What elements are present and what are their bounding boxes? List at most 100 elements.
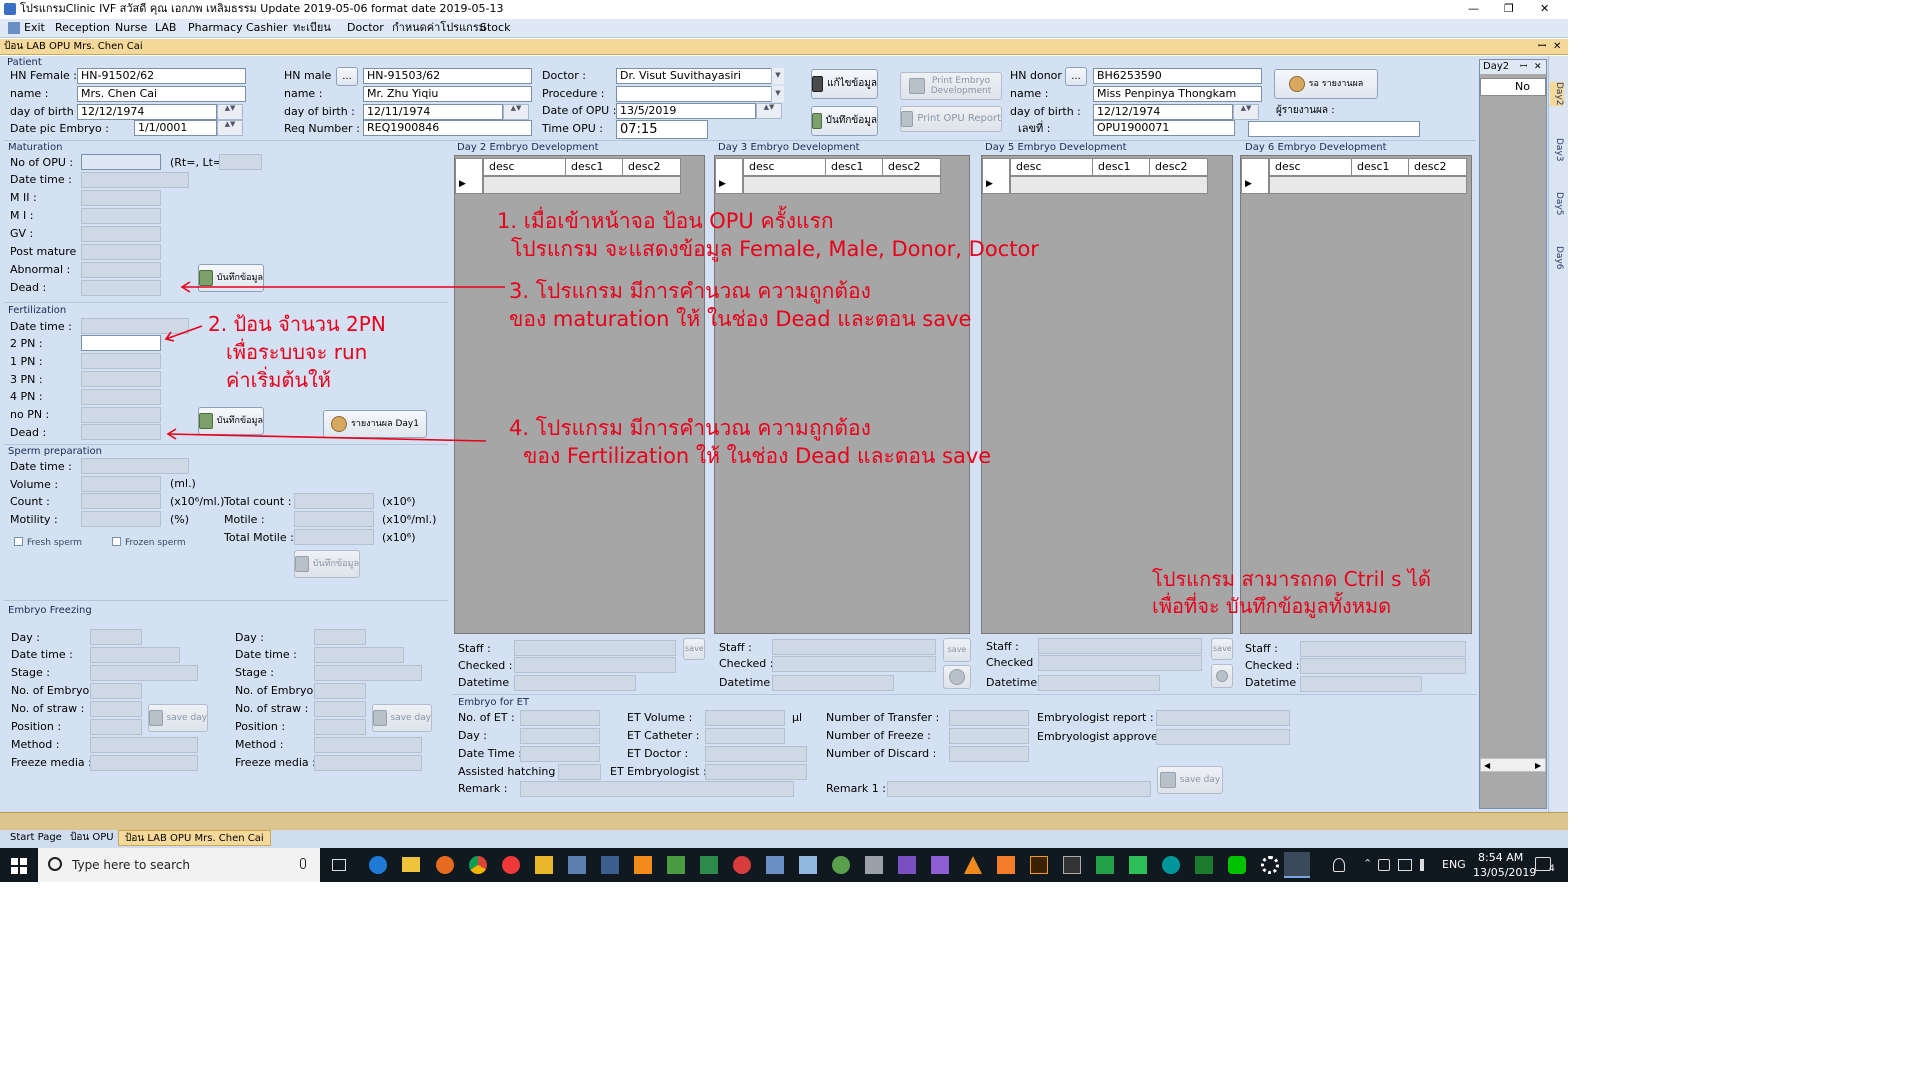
day6-new-row[interactable] bbox=[1269, 176, 1467, 194]
hn-donor-field[interactable]: BH6253590 bbox=[1093, 68, 1262, 84]
female-dob-spinner[interactable]: ▲▼ bbox=[217, 104, 243, 120]
et-embryologist-select[interactable] bbox=[705, 764, 807, 780]
abnormal-field[interactable] bbox=[81, 262, 161, 278]
fresh-sperm-checkbox[interactable]: Fresh sperm bbox=[14, 536, 82, 550]
freeze2-stage-select[interactable] bbox=[314, 665, 422, 681]
tray-chevron-up-icon[interactable]: ⌃ bbox=[1363, 857, 1373, 870]
scroll-left-icon[interactable]: ◀ bbox=[1484, 761, 1491, 770]
m2-field[interactable] bbox=[81, 190, 161, 206]
et-remark-select[interactable] bbox=[520, 781, 794, 797]
3pn-field[interactable] bbox=[81, 371, 161, 387]
tab-lab-opu[interactable]: ป้อน LAB OPU Mrs. Chen Cai bbox=[118, 830, 271, 846]
doc-close-icon[interactable]: ✕ bbox=[1553, 41, 1562, 52]
day5-checked-select[interactable] bbox=[1038, 655, 1202, 671]
report-day1-button[interactable]: รายงานผล Day1 bbox=[323, 410, 427, 438]
side-tab-day5[interactable]: Day5 bbox=[1554, 192, 1564, 216]
menu-doctor[interactable]: Doctor bbox=[347, 21, 384, 34]
freeze2-media-select[interactable] bbox=[314, 755, 422, 771]
sublime-icon[interactable] bbox=[634, 856, 652, 874]
clock-time[interactable]: 8:54 AM bbox=[1478, 851, 1524, 864]
print-embryo-button[interactable]: Print Embryo Development bbox=[900, 72, 1002, 100]
date-pic-spinner[interactable]: ▲▼ bbox=[217, 120, 243, 136]
m1-field[interactable] bbox=[81, 208, 161, 224]
num-freeze-field[interactable] bbox=[949, 728, 1029, 744]
count-field[interactable] bbox=[81, 493, 161, 509]
freeze-position-field[interactable] bbox=[90, 719, 142, 735]
date-opu-spinner[interactable]: ▲▼ bbox=[756, 103, 782, 119]
day5-datetime-field[interactable] bbox=[1038, 675, 1160, 691]
app-icon-6[interactable] bbox=[733, 856, 751, 874]
day-list-scrollbar[interactable]: ◀ ▶ bbox=[1480, 758, 1546, 772]
et-volume-field[interactable] bbox=[705, 710, 785, 726]
donor-dob-field[interactable]: 12/12/1974 bbox=[1093, 104, 1233, 120]
windows-start-icon[interactable] bbox=[11, 858, 27, 874]
date-pic-field[interactable]: 1/1/0001 bbox=[134, 120, 217, 136]
tab-opu[interactable]: ป้อน OPU bbox=[70, 832, 114, 843]
date-opu-field[interactable]: 13/5/2019 bbox=[616, 103, 756, 119]
day3-grid[interactable]: ▶ desc desc1 desc2 bbox=[714, 155, 970, 634]
freeze2-method-select[interactable] bbox=[314, 737, 422, 753]
frozen-sperm-checkbox[interactable]: Frozen sperm bbox=[112, 536, 186, 550]
gv-field[interactable] bbox=[81, 226, 161, 242]
report-button[interactable]: รอ รายงานผล bbox=[1274, 69, 1378, 99]
app-icon-11[interactable] bbox=[1096, 856, 1114, 874]
emb-approve-select[interactable] bbox=[1156, 729, 1290, 745]
app-icon-3[interactable] bbox=[601, 856, 619, 874]
assisted-hatching-field[interactable] bbox=[558, 764, 601, 780]
day2-checked-select[interactable] bbox=[514, 657, 676, 673]
day2-save-button[interactable]: save bbox=[683, 638, 705, 660]
tray-icon-1[interactable] bbox=[1378, 859, 1390, 871]
day3-report-button[interactable] bbox=[943, 665, 971, 689]
procedure-chevron-down-icon[interactable]: ▼ bbox=[771, 86, 784, 102]
num-transfer-field[interactable] bbox=[949, 710, 1029, 726]
clock-date[interactable]: 13/05/2019 bbox=[1473, 866, 1537, 879]
chrome-icon[interactable] bbox=[469, 856, 487, 874]
doctor-select[interactable]: Dr. Visut Suvithayasiri bbox=[616, 68, 784, 84]
day2-grid[interactable]: ▶ desc desc1 desc2 bbox=[454, 155, 705, 634]
task-view-icon[interactable] bbox=[332, 859, 346, 871]
day5-save-button[interactable]: save bbox=[1211, 638, 1233, 660]
1pn-field[interactable] bbox=[81, 353, 161, 369]
day3-new-row[interactable] bbox=[743, 176, 941, 194]
menu-registry[interactable]: ทะเบียน bbox=[293, 21, 331, 34]
edit-button[interactable]: แก้ไขข้อมูล bbox=[811, 69, 878, 99]
day2-new-row[interactable] bbox=[483, 176, 681, 194]
scroll-right-icon[interactable]: ▶ bbox=[1535, 761, 1542, 770]
fertilization-save-button[interactable]: บันทึกข้อมูล bbox=[198, 407, 264, 435]
hn-female-field[interactable]: HN-91502/62 bbox=[77, 68, 246, 84]
menu-stock[interactable]: Stock bbox=[480, 21, 511, 34]
doctor-chevron-down-icon[interactable]: ▼ bbox=[771, 68, 784, 84]
language-indicator[interactable]: ENG bbox=[1442, 858, 1466, 871]
xampp-icon[interactable] bbox=[997, 856, 1015, 874]
day3-save-button[interactable]: save bbox=[943, 638, 971, 662]
settings-gear-icon[interactable] bbox=[1261, 856, 1279, 874]
2pn-field[interactable] bbox=[81, 335, 161, 351]
day3-staff-select[interactable] bbox=[772, 639, 936, 655]
hn-male-lookup-button[interactable]: ... bbox=[336, 67, 358, 86]
total-motile-field[interactable] bbox=[294, 529, 374, 545]
maturation-save-button[interactable]: บันทึกข้อมูล bbox=[198, 264, 264, 292]
et-day-field[interactable] bbox=[520, 728, 600, 744]
sperm-save-button[interactable]: บันทึกข้อมูล bbox=[294, 550, 360, 578]
male-dob-field[interactable]: 12/11/1974 bbox=[363, 104, 503, 120]
hn-male-field[interactable]: HN-91503/62 bbox=[363, 68, 532, 84]
illustrator-icon[interactable] bbox=[1030, 856, 1048, 874]
req-number-field[interactable]: REQ1900846 bbox=[363, 120, 532, 136]
minimize-button[interactable]: — bbox=[1468, 2, 1479, 15]
visual-studio-icon-2[interactable] bbox=[931, 856, 949, 874]
close-button[interactable]: ✕ bbox=[1540, 2, 1550, 15]
freeze2-position-field[interactable] bbox=[314, 719, 366, 735]
side-tab-day2[interactable]: Day2 bbox=[1550, 82, 1564, 106]
procedure-select[interactable] bbox=[616, 86, 784, 102]
volume-field[interactable] bbox=[81, 476, 161, 492]
menu-lab[interactable]: LAB bbox=[155, 21, 177, 34]
menu-cashier[interactable]: Cashier bbox=[246, 21, 288, 34]
day2-staff-select[interactable] bbox=[514, 640, 676, 656]
network-icon[interactable] bbox=[1398, 859, 1412, 871]
freeze-save-day-button[interactable]: save day bbox=[148, 704, 208, 732]
side-tab-day6[interactable]: Day6 bbox=[1554, 246, 1564, 270]
nopn-field[interactable] bbox=[81, 407, 161, 423]
app-icon-10[interactable] bbox=[865, 856, 883, 874]
freeze2-no-embryo-field[interactable] bbox=[314, 683, 366, 699]
day6-checked-select[interactable] bbox=[1300, 658, 1466, 674]
